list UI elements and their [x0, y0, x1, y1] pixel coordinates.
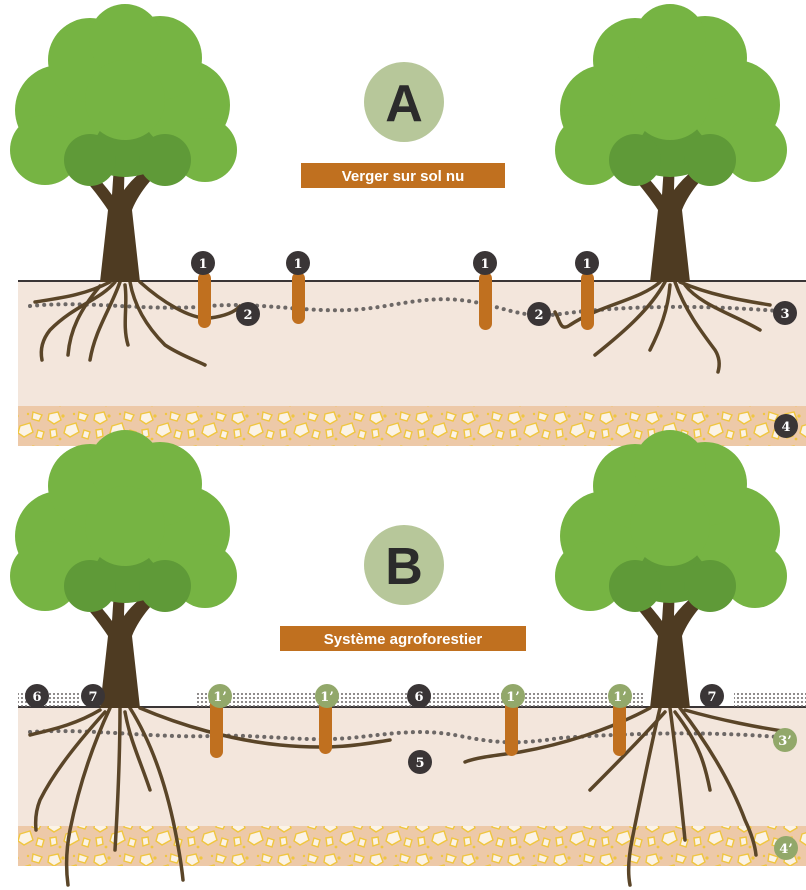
svg-text:2: 2: [534, 308, 543, 323]
svg-text:1’: 1’: [320, 690, 334, 705]
title-badge-a: Verger sur sol nu: [301, 163, 505, 188]
svg-text:7: 7: [707, 690, 716, 705]
roots-left-a: [33, 280, 242, 367]
water-table-line: [28, 297, 792, 318]
svg-text:1: 1: [480, 257, 489, 272]
marker-b-1: 6: [25, 684, 49, 708]
panel-letter-b: B: [356, 517, 452, 613]
panel-title: Système agroforestier: [324, 631, 483, 648]
panel-title: Verger sur sol nu: [342, 168, 465, 185]
marker-b-3: 1’: [208, 684, 232, 708]
panel-letter-text: B: [385, 538, 423, 596]
marker-b-4: 1’: [315, 684, 339, 708]
marker-a-1: 1: [191, 251, 215, 275]
marker-a-6: 2: [527, 302, 551, 326]
panel-a: A Verger sur sol nu 1 1 1 1 2 2 3 4: [10, 4, 806, 446]
roots-left-b: [28, 706, 392, 887]
marker-b-6: 1’: [501, 684, 525, 708]
marker-b-7: 1’: [608, 684, 632, 708]
root-pegs-b: [210, 698, 626, 758]
marker-b-11: 4’: [774, 836, 798, 860]
svg-text:1: 1: [582, 257, 591, 272]
svg-text:4: 4: [781, 420, 790, 435]
marker-a-7: 3: [773, 301, 797, 325]
marker-a-5: 2: [236, 302, 260, 326]
marker-b-8: 7: [700, 684, 724, 708]
marker-a-8: 4: [774, 414, 798, 438]
gravel-layer: [18, 826, 806, 866]
svg-text:1’: 1’: [613, 690, 627, 705]
marker-b-10: 3’: [773, 728, 797, 752]
svg-text:1: 1: [293, 257, 302, 272]
svg-text:1’: 1’: [213, 690, 227, 705]
panel-letter-a: A: [356, 54, 452, 150]
svg-text:4’: 4’: [779, 842, 793, 857]
svg-text:7: 7: [88, 690, 97, 705]
marker-b-5: 6: [407, 684, 431, 708]
marker-b-2: 7: [81, 684, 105, 708]
root-pegs-a: [198, 272, 594, 330]
tree-left-b: [10, 430, 237, 708]
svg-text:6: 6: [32, 690, 41, 705]
roots-right-a: [553, 280, 772, 374]
svg-text:3’: 3’: [778, 734, 792, 749]
marker-a-3: 1: [473, 251, 497, 275]
marker-a-4: 1: [575, 251, 599, 275]
svg-text:3: 3: [780, 307, 789, 322]
marker-b-9: 5: [408, 750, 432, 774]
svg-text:1: 1: [198, 257, 207, 272]
svg-text:5: 5: [415, 756, 424, 771]
cover-strip: [734, 691, 806, 707]
marker-a-2: 1: [286, 251, 310, 275]
tree-right-b: [555, 430, 787, 708]
title-badge-b: Système agroforestier: [280, 626, 526, 651]
tree-left-a: [10, 4, 237, 282]
svg-text:1’: 1’: [506, 690, 520, 705]
panel-b: B Système agroforestier 6 7 1’ 1’ 6 1’ 1…: [10, 430, 806, 887]
panel-letter-text: A: [385, 75, 423, 133]
tree-right-a: [555, 4, 787, 282]
svg-text:2: 2: [243, 308, 252, 323]
svg-text:6: 6: [414, 690, 423, 705]
